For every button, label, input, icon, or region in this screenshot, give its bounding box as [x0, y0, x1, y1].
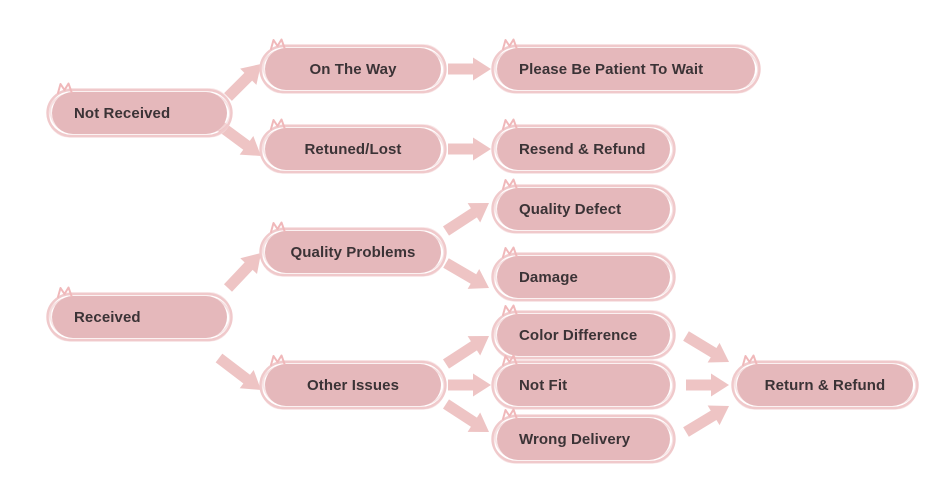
node-quality-defect[interactable]: Quality Defect	[491, 178, 676, 234]
node-return-refund[interactable]: Return & Refund	[731, 354, 919, 410]
node-shape-color-difference	[491, 304, 676, 360]
crown-icon	[502, 178, 518, 190]
node-shape-not-fit	[491, 354, 676, 410]
crown-icon	[57, 82, 73, 94]
node-resend-refund[interactable]: Resend & Refund	[491, 118, 676, 174]
crown-icon	[270, 354, 286, 366]
node-label-not-received: Not Received	[74, 104, 171, 122]
node-shape-quality-problems	[259, 221, 447, 277]
crown-icon	[502, 408, 518, 420]
node-label-on-the-way: On The Way	[309, 60, 397, 78]
node-not-received[interactable]: Not Received	[46, 82, 233, 138]
crown-icon	[270, 38, 286, 50]
node-shape-received	[46, 286, 233, 342]
node-not-fit[interactable]: Not Fit	[491, 354, 676, 410]
node-label-wrong-delivery: Wrong Delivery	[519, 430, 631, 448]
node-shape-quality-defect	[491, 178, 676, 234]
node-shape-damage	[491, 246, 676, 302]
crown-icon	[502, 304, 518, 316]
crown-icon	[270, 221, 286, 233]
crown-icon	[502, 354, 518, 366]
node-please-wait[interactable]: Please Be Patient To Wait	[491, 38, 761, 94]
node-on-the-way[interactable]: On The Way	[259, 38, 447, 94]
node-damage[interactable]: Damage	[491, 246, 676, 302]
node-wrong-delivery[interactable]: Wrong Delivery	[491, 408, 676, 464]
node-label-quality-defect: Quality Defect	[519, 200, 622, 218]
crown-icon	[502, 246, 518, 258]
node-shape-please-wait	[491, 38, 761, 94]
crown-icon	[57, 286, 73, 298]
node-label-other-issues: Other Issues	[306, 376, 400, 394]
node-quality-problems[interactable]: Quality Problems	[259, 221, 447, 277]
node-shape-wrong-delivery	[491, 408, 676, 464]
crown-icon	[502, 118, 518, 130]
node-shape-other-issues	[259, 354, 447, 410]
node-shape-not-received	[46, 82, 233, 138]
node-color-difference[interactable]: Color Difference	[491, 304, 676, 360]
node-label-resend-refund: Resend & Refund	[519, 140, 646, 158]
node-other-issues[interactable]: Other Issues	[259, 354, 447, 410]
node-label-received: Received	[74, 308, 141, 326]
node-shape-return-refund	[731, 354, 919, 410]
node-retuned-lost[interactable]: Retuned/Lost	[259, 118, 447, 174]
node-label-not-fit: Not Fit	[519, 376, 568, 394]
node-label-please-wait: Please Be Patient To Wait	[519, 60, 704, 78]
node-shape-resend-refund	[491, 118, 676, 174]
crown-icon	[502, 38, 518, 50]
node-label-retuned-lost: Retuned/Lost	[304, 140, 402, 158]
crown-icon	[270, 118, 286, 130]
node-label-quality-problems: Quality Problems	[290, 243, 416, 261]
node-label-color-difference: Color Difference	[519, 326, 638, 344]
node-shape-on-the-way	[259, 38, 447, 94]
node-label-damage: Damage	[519, 268, 578, 286]
node-label-return-refund: Return & Refund	[764, 376, 886, 394]
node-shape-retuned-lost	[259, 118, 447, 174]
node-received[interactable]: Received	[46, 286, 233, 342]
crown-icon	[742, 354, 758, 366]
